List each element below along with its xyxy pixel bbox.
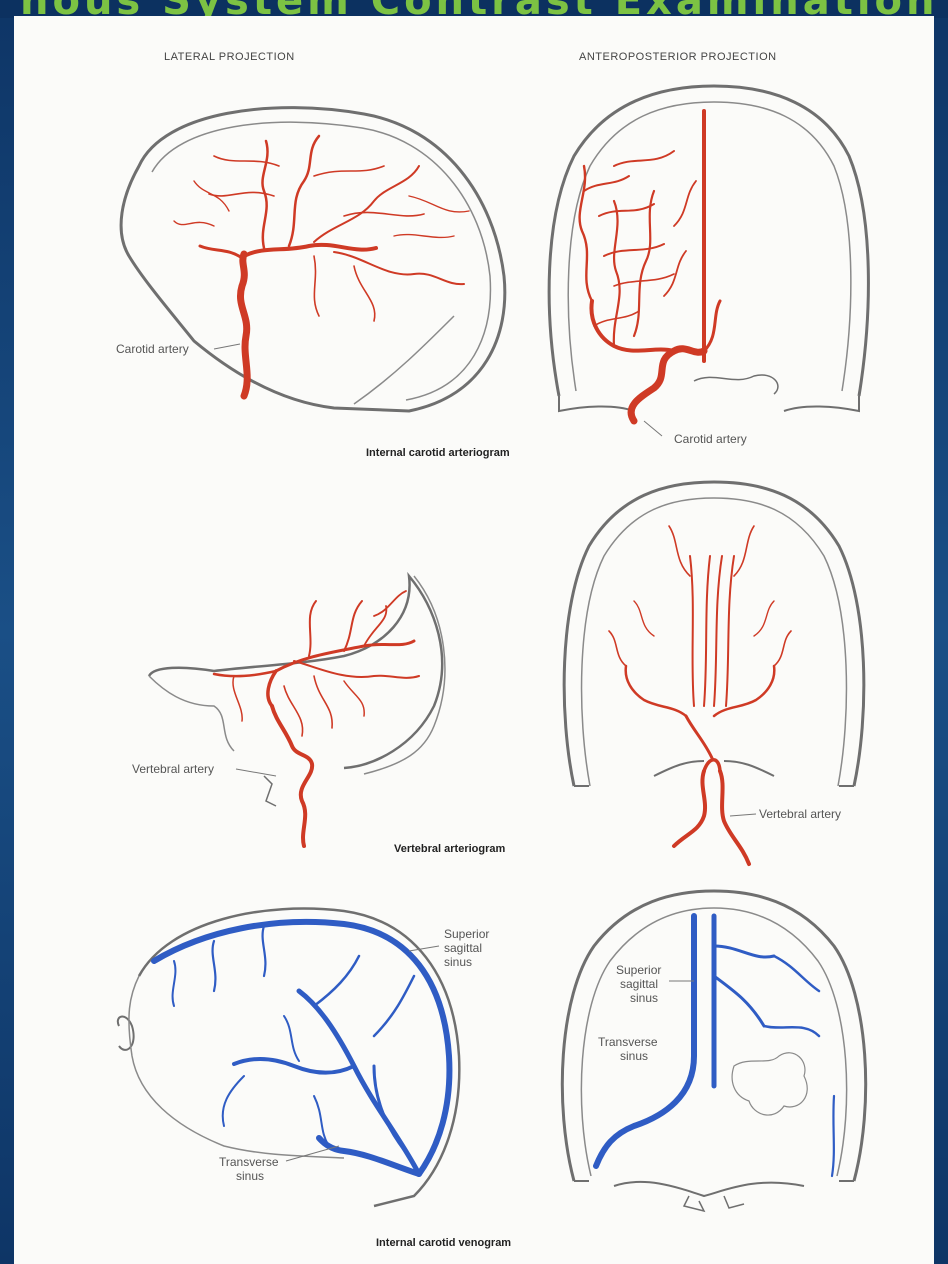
ap-projection-heading: ANTEROPOSTERIOR PROJECTION [579,50,777,64]
veno-lat-sss-label: Superiorsagittalsinus [444,927,489,969]
skull-outline [564,482,864,786]
carotid-lateral-vessels [174,136,469,396]
vertebral-lateral-figure [149,576,445,846]
veno-lat-ts-label: Transversesinus [219,1155,279,1183]
vert-ap-label: Vertebral artery [759,807,841,821]
venogram-ap-figure [562,891,865,1211]
lateral-projection-heading: LATERAL PROJECTION [164,50,295,64]
carotid-lateral-figure [121,108,505,411]
vertebral-arteriogram-caption: Vertebral arteriogram [394,842,505,856]
angiography-diagrams: Carotid artery [14,16,934,1264]
vert-lat-label: Vertebral artery [132,762,214,776]
venogram-lateral-vessels [154,922,449,1174]
diagram-sheet: Carotid artery [14,16,934,1264]
venogram-caption: Internal carotid venogram [376,1236,511,1250]
skull-outline [149,576,442,768]
vertebral-lateral-vessels [214,591,419,846]
veno-ap-sss-label: Superiorsagittalsinus [616,963,661,1005]
carotid-ap-label: Carotid artery [674,432,747,446]
carotid-arteriogram-caption: Internal carotid arteriogram [366,446,510,460]
veno-ap-ts-label: Transversesinus [598,1035,658,1063]
venogram-lateral-figure [118,909,460,1206]
skull-outline [121,108,505,411]
carotid-ap-vessels [580,111,720,421]
skull-outline [549,86,868,396]
carotid-lat-label: Carotid artery [116,342,189,356]
carotid-ap-figure [549,86,868,421]
